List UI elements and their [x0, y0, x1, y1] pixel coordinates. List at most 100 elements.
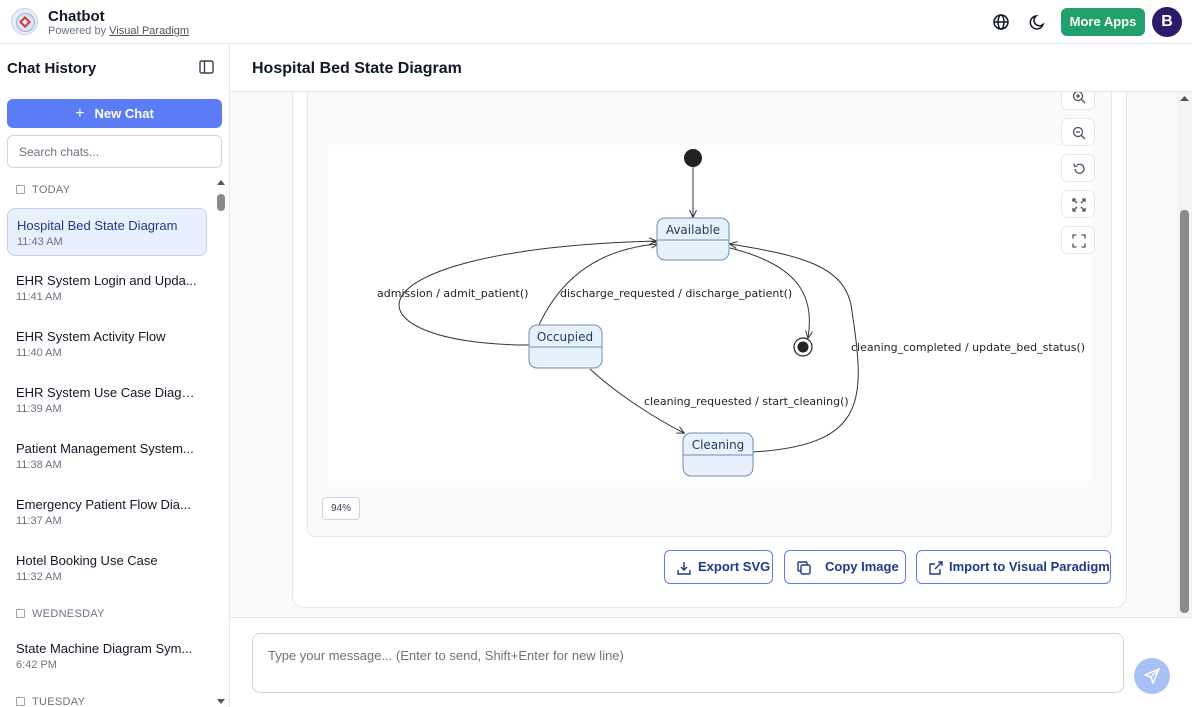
state-cleaning[interactable]: Cleaning: [682, 432, 754, 477]
transition-cleaning-completed: [730, 244, 859, 453]
brand-title: Chatbot: [48, 8, 105, 25]
plus-icon: +: [75, 105, 85, 122]
state-diagram: Available Occupied Cleaning admission / …: [377, 149, 1085, 477]
chat-item-title: EHR System Activity Flow: [16, 329, 166, 344]
section-tuesday-label: TUESDAY: [32, 696, 86, 707]
expand-icon: [1072, 198, 1086, 212]
export-svg-button[interactable]: Export SVG: [664, 550, 773, 584]
chat-item-title: EHR System Login and Upda...: [16, 273, 197, 288]
state-occupied[interactable]: Occupied: [528, 324, 603, 369]
chat-list: TODAY Hospital Bed State Diagram 11:43 A…: [0, 176, 214, 707]
brand-subtitle: Powered by Visual Paradigm: [48, 25, 189, 37]
zoom-in-icon: [1072, 92, 1086, 104]
chat-item-patient-mgmt[interactable]: Patient Management System... 11:38 AM: [7, 432, 207, 480]
chat-item-title: Emergency Patient Flow Dia...: [16, 497, 191, 512]
composer-divider: [230, 617, 1192, 618]
chat-item-time: 11:38 AM: [16, 459, 62, 471]
search-chats-input[interactable]: [7, 135, 222, 168]
chat-item-title: State Machine Diagram Sym...: [16, 641, 193, 656]
chat-item-state-machine[interactable]: State Machine Diagram Sym... 6:42 PM: [7, 632, 207, 680]
zoom-in-button[interactable]: [1061, 92, 1095, 110]
sidebar-scroll-thumb[interactable]: [217, 194, 225, 211]
chat-item-title: EHR System Use Case Diagram: [16, 385, 198, 400]
fit-view-button[interactable]: [1061, 190, 1095, 218]
main-scrollbar[interactable]: [1177, 92, 1192, 617]
calendar-icon: [16, 697, 25, 706]
chat-item-time: 11:37 AM: [16, 515, 62, 527]
transition-admission: [398, 241, 656, 346]
state-available-label: Available: [666, 223, 720, 237]
chat-history-title: Chat History: [7, 60, 97, 77]
calendar-icon: [16, 609, 25, 618]
chat-item-time: 11:43 AM: [17, 236, 63, 248]
transition-final: [729, 247, 809, 338]
zoom-out-button[interactable]: [1061, 118, 1095, 146]
section-wednesday: WEDNESDAY: [16, 608, 105, 620]
label-discharge: discharge_requested / discharge_patient(…: [560, 287, 792, 300]
export-svg-label: Export SVG: [698, 559, 771, 574]
calendar-icon: [16, 185, 25, 194]
chat-item-title: Patient Management System...: [16, 441, 194, 456]
section-wednesday-label: WEDNESDAY: [32, 608, 105, 620]
copy-image-button[interactable]: Copy Image: [784, 550, 906, 584]
fullscreen-button[interactable]: [1061, 226, 1095, 254]
chat-item-time: 11:32 AM: [16, 571, 62, 583]
import-visual-paradigm-button[interactable]: Import to Visual Paradigm: [916, 550, 1111, 584]
fullscreen-icon: [1072, 234, 1086, 248]
brand-powered-text: Powered by: [48, 25, 107, 37]
section-tuesday: TUESDAY: [16, 696, 85, 707]
main-scroll-thumb[interactable]: [1180, 210, 1189, 613]
section-today-label: TODAY: [32, 184, 71, 196]
state-available[interactable]: Available: [656, 217, 730, 261]
reset-view-button[interactable]: [1061, 154, 1095, 182]
chat-item-time: 6:42 PM: [16, 659, 57, 671]
diagram-canvas[interactable]: Available Occupied Cleaning admission / …: [328, 145, 1092, 481]
rotate-ccw-icon: [1073, 163, 1085, 174]
external-link-icon: [929, 561, 943, 575]
user-avatar[interactable]: B: [1152, 7, 1182, 37]
chat-item-hotel-booking[interactable]: Hotel Booking Use Case 11:32 AM: [7, 544, 207, 592]
send-icon: [1144, 668, 1160, 684]
title-divider: [230, 91, 1192, 92]
send-button[interactable]: [1134, 658, 1170, 694]
copy-image-label: Copy Image: [825, 559, 899, 574]
moon-icon[interactable]: [1028, 12, 1048, 32]
chat-history-sidebar: Chat History + New Chat TODAY Hospital Be…: [0, 44, 230, 707]
zoom-out-icon: [1072, 126, 1086, 140]
page-title: Hospital Bed State Diagram: [252, 60, 462, 77]
diagram-message-card: Available Occupied Cleaning admission / …: [292, 92, 1127, 608]
sidebar-toggle-icon[interactable]: [199, 60, 214, 74]
chat-item-emergency-flow[interactable]: Emergency Patient Flow Dia... 11:37 AM: [7, 488, 207, 536]
chat-item-title: Hotel Booking Use Case: [16, 553, 158, 568]
state-cleaning-label: Cleaning: [692, 438, 745, 452]
chat-content: Available Occupied Cleaning admission / …: [230, 92, 1177, 617]
chat-item-time: 11:40 AM: [16, 347, 62, 359]
label-admission: admission / admit_patient(): [377, 287, 528, 300]
chat-item-ehr-login[interactable]: EHR System Login and Upda... 11:41 AM: [7, 264, 207, 312]
label-cleaning-requested: cleaning_requested / start_cleaning(): [644, 395, 849, 408]
chat-item-ehr-activity[interactable]: EHR System Activity Flow 11:40 AM: [7, 320, 207, 368]
new-chat-label: New Chat: [94, 106, 154, 121]
chat-item-time: 11:39 AM: [16, 403, 62, 415]
download-icon: [677, 562, 691, 575]
chat-item-title: Hospital Bed State Diagram: [17, 218, 178, 233]
chat-item-time: 11:41 AM: [16, 291, 62, 303]
sidebar-scrollbar[interactable]: [214, 176, 229, 707]
app-logo: [11, 8, 38, 35]
new-chat-button[interactable]: + New Chat: [7, 99, 222, 128]
visual-paradigm-link[interactable]: Visual Paradigm: [109, 25, 190, 37]
final-state-inner: [797, 341, 809, 353]
more-apps-button[interactable]: More Apps: [1061, 8, 1145, 36]
zoom-level-badge: 94%: [322, 497, 360, 520]
chat-item-hospital-bed[interactable]: Hospital Bed State Diagram 11:43 AM: [7, 208, 207, 256]
message-input[interactable]: [252, 633, 1124, 693]
globe-icon[interactable]: [991, 12, 1011, 32]
copy-icon: [797, 561, 811, 575]
diagram-viewer: Available Occupied Cleaning admission / …: [307, 92, 1112, 537]
import-visual-paradigm-label: Import to Visual Paradigm: [949, 559, 1110, 574]
section-today: TODAY: [16, 184, 70, 196]
label-cleaning-completed: cleaning_completed / update_bed_status(): [851, 341, 1085, 354]
transition-cleaning-requested: [589, 368, 684, 433]
chat-item-ehr-use-case[interactable]: EHR System Use Case Diagram 11:39 AM: [7, 376, 207, 424]
initial-state: [684, 149, 702, 167]
